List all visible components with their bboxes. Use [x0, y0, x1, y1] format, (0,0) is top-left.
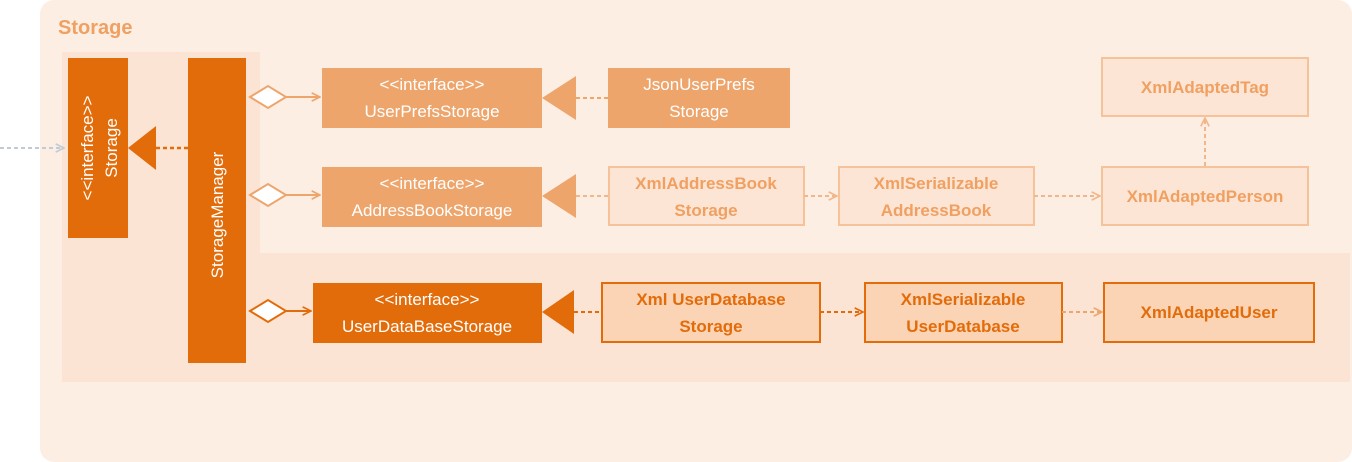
- address-book-realization-triangle: [542, 174, 576, 218]
- address-book-storage-stereotype: <<interface>>: [380, 174, 485, 193]
- storage-manager-box: [188, 58, 246, 363]
- package-title: Storage: [58, 17, 132, 39]
- xml-adapted-tag-box: [1101, 57, 1309, 117]
- xml-adapted-tag-label: XmlAdaptedTag: [1141, 78, 1269, 97]
- xml-address-book-storage-line2: Storage: [674, 201, 737, 220]
- user-database-realization-triangle: [542, 290, 574, 334]
- xml-serializable-user-database-line1: XmlSerializable: [901, 290, 1026, 309]
- xml-adapted-user-box: [1103, 282, 1315, 343]
- xml-serializable-user-database-line2: UserDatabase: [906, 317, 1019, 336]
- user-prefs-storage-stereotype: <<interface>>: [380, 75, 485, 94]
- xml-user-database-storage-line2: Storage: [679, 317, 742, 336]
- xml-adapted-person-label: XmlAdaptedPerson: [1127, 187, 1284, 206]
- xml-address-book-storage-line1: XmlAddressBook: [635, 174, 777, 193]
- storage-interface-name: Storage: [102, 118, 121, 178]
- json-user-prefs-storage-box: [608, 68, 790, 128]
- user-prefs-storage-name: UserPrefsStorage: [364, 102, 499, 121]
- storage-manager-label: StorageManager: [208, 151, 227, 278]
- storage-interface-stereotype: <<interface>>: [78, 95, 97, 200]
- xml-adapted-user-label: XmlAdaptedUser: [1141, 303, 1278, 322]
- user-database-storage-stereotype: <<interface>>: [375, 290, 480, 309]
- address-book-storage-name: AddressBookStorage: [352, 201, 513, 220]
- user-database-storage-name: UserDataBaseStorage: [342, 317, 512, 336]
- storage-realization-triangle: [128, 126, 156, 170]
- xml-serializable-address-book-box: [838, 166, 1035, 226]
- xml-address-book-storage-box: [608, 166, 805, 226]
- user-database-storage-box: [313, 283, 542, 343]
- json-user-prefs-storage-line2: Storage: [669, 102, 729, 121]
- xml-serializable-address-book-line2: AddressBook: [881, 201, 992, 220]
- user-prefs-realization-triangle: [542, 76, 576, 120]
- user-prefs-storage-box: [322, 68, 542, 128]
- json-user-prefs-storage-line1: JsonUserPrefs: [643, 75, 754, 94]
- address-book-storage-box: [322, 167, 542, 227]
- xml-serializable-address-book-line1: XmlSerializable: [874, 174, 999, 193]
- xml-adapted-person-box: [1101, 166, 1309, 226]
- storage-interface-box: [68, 58, 128, 238]
- xml-user-database-storage-line1: Xml UserDatabase: [636, 290, 785, 309]
